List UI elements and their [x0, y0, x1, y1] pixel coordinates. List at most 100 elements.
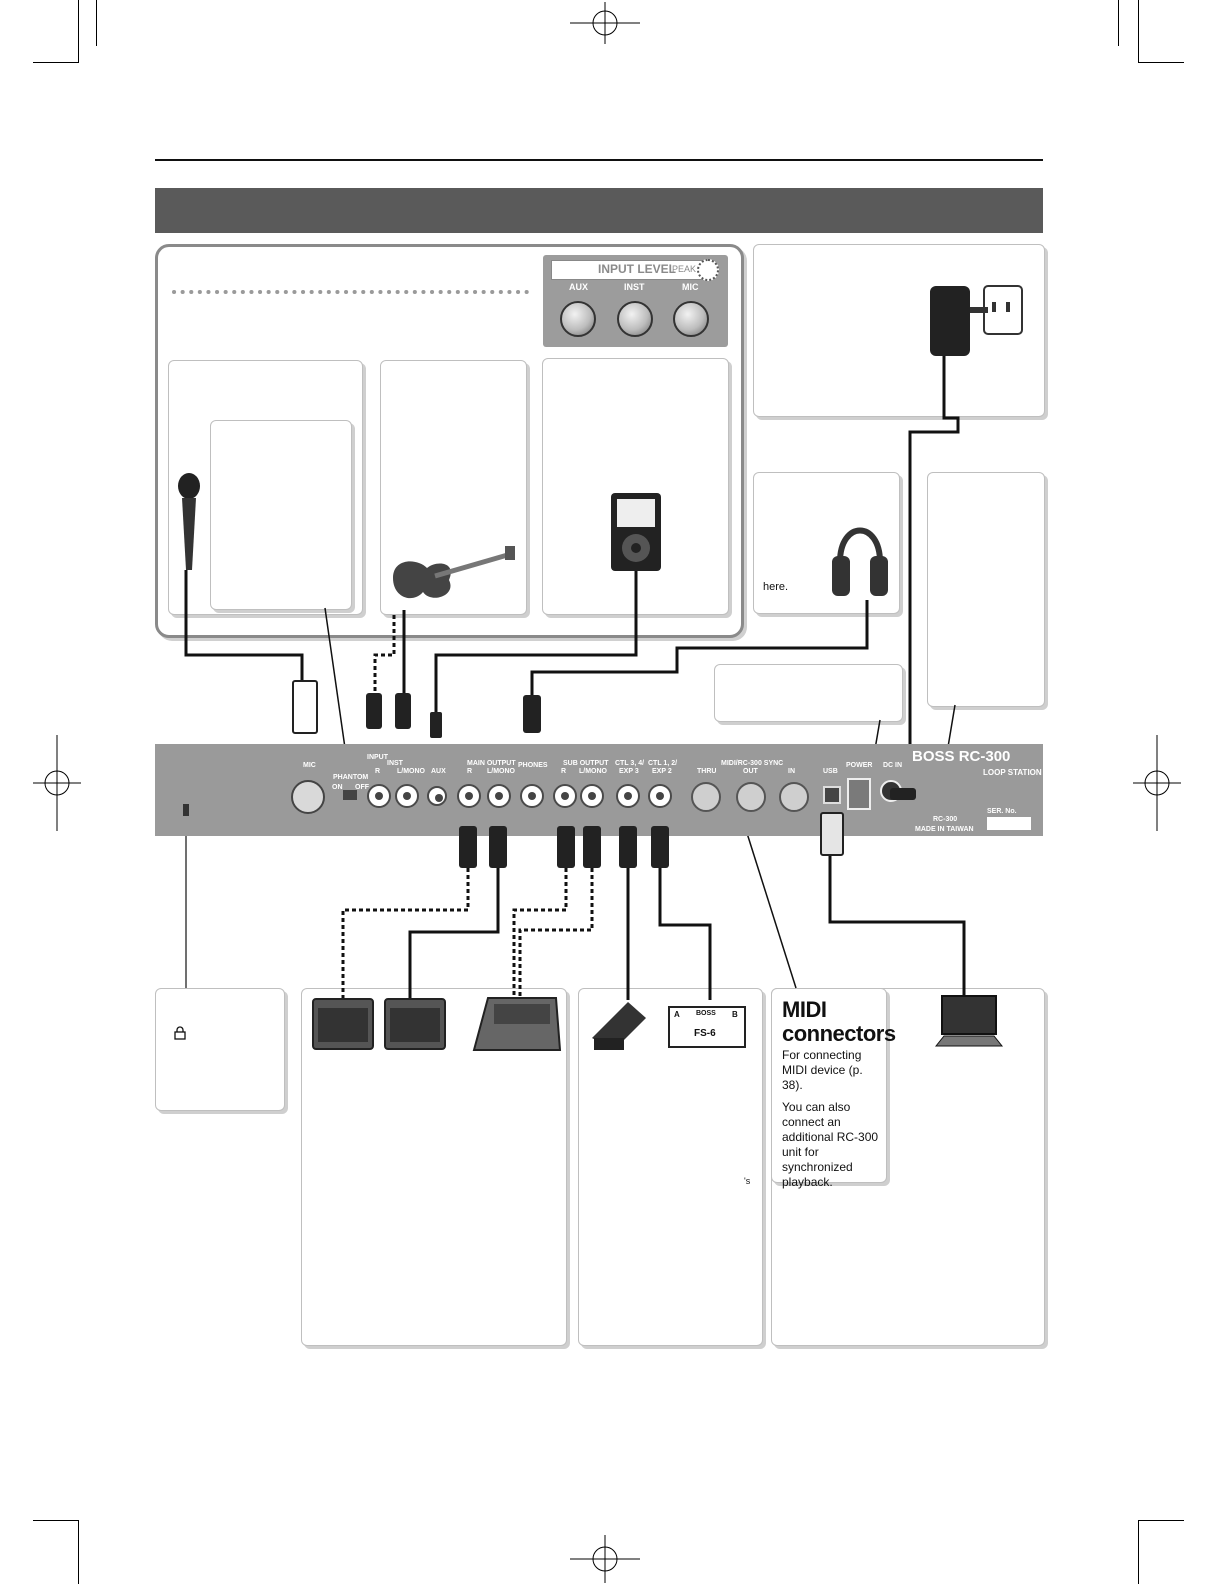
- brand-name: BOSS: [912, 748, 955, 765]
- crop-mark: [1138, 1520, 1184, 1521]
- inst-cable-dotted: [373, 615, 396, 693]
- crop-mark: [1138, 0, 1139, 62]
- panel-label-exp3: EXP 3: [619, 768, 639, 775]
- header-rule: [155, 159, 1043, 161]
- music-player-icon: [611, 493, 661, 571]
- dotted-leader: [172, 290, 536, 294]
- inst-plug-l: [395, 693, 411, 729]
- section-title-band: [155, 188, 1043, 233]
- guitar-icon: [393, 546, 515, 599]
- ctl34-plug: [619, 826, 637, 868]
- midi-title-line1: MIDI: [782, 997, 827, 1022]
- headphones-icon: [832, 527, 888, 596]
- panel-label-sub-r: R: [561, 768, 567, 775]
- panel-label-model: RC-300: [933, 816, 958, 823]
- sub-output-r-jack[interactable]: [553, 784, 577, 808]
- panel-label-main-lmono: L/MONO: [487, 768, 515, 775]
- panel-label-aux: AUX: [431, 768, 446, 775]
- registration-mark-right: [1133, 735, 1181, 831]
- knob-label-aux: AUX: [569, 282, 589, 292]
- inst-lmono-jack[interactable]: [395, 784, 419, 808]
- sub-output-lmono-jack[interactable]: [580, 784, 604, 808]
- crop-mark: [1118, 0, 1119, 46]
- panel-label-mic: MIC: [303, 762, 316, 769]
- midi-out-connector[interactable]: [736, 782, 766, 812]
- inst-r-jack[interactable]: [367, 784, 391, 808]
- panel-label-dc-in: DC IN: [883, 762, 903, 769]
- panel-label-out: OUT: [743, 768, 758, 775]
- panel-label-ser-no: SER. No.: [987, 808, 1017, 815]
- peak-indicator: [697, 259, 719, 281]
- phones-cable: [530, 600, 869, 695]
- registration-mark-left: [33, 735, 81, 831]
- security-slot[interactable]: [183, 804, 189, 816]
- midi-callout-paragraph: For connecting MIDI device (p. 38).: [782, 1048, 863, 1092]
- knob-label-mic: MIC: [682, 282, 699, 292]
- input-level-panel: INPUT LEVEL PEAK AUX INST MIC: [543, 255, 728, 347]
- panel-label-in: IN: [788, 768, 795, 775]
- aux-level-knob[interactable]: [560, 301, 596, 337]
- phantom-callout-box: [210, 420, 352, 610]
- main-output-lmono-jack[interactable]: [487, 784, 511, 808]
- sub-l-plug: [583, 826, 601, 868]
- usb-note-box: [714, 664, 903, 722]
- product-subtitle: LOOP STATION: [983, 768, 1042, 777]
- amplifier-icon: [384, 998, 446, 1050]
- knob-label-inst: INST: [624, 282, 645, 292]
- footswitch-icon: A B BOSS FS-6: [668, 1006, 746, 1048]
- inst-plug-r: [366, 693, 382, 729]
- panel-label-phantom: PHANTOM: [333, 774, 369, 781]
- panel-label-midi-sync: MIDI/RC-300 SYNC: [721, 760, 784, 767]
- mic-level-knob[interactable]: [673, 301, 709, 337]
- aux-cable: [434, 570, 638, 712]
- crop-mark: [78, 0, 79, 62]
- laptop-icon: [934, 995, 1004, 1047]
- crop-mark: [78, 1520, 79, 1584]
- fs-a-label: A: [674, 1010, 680, 1019]
- panel-label-ctl12: CTL 1, 2/: [648, 760, 678, 767]
- mic-xlr-jack[interactable]: [291, 780, 325, 814]
- input-level-title: INPUT LEVEL: [598, 262, 677, 276]
- panel-label-ctl34: CTL 3, 4/: [615, 760, 645, 767]
- panel-label-sub-output: SUB OUTPUT: [563, 760, 609, 767]
- main-output-r-jack[interactable]: [457, 784, 481, 808]
- security-slot-callout-box: [155, 988, 285, 1111]
- ctl12-exp2-jack[interactable]: [648, 784, 672, 808]
- phones-plug: [523, 695, 541, 733]
- midi-callout-paragraph: You can also connect an additional RC-30…: [782, 1100, 879, 1189]
- phantom-switch[interactable]: [343, 790, 357, 800]
- serial-number-plate: [987, 817, 1031, 830]
- expression-pedal-icon: [592, 1002, 646, 1050]
- amplifier-icon: [312, 998, 374, 1050]
- sub-r-plug: [557, 826, 575, 868]
- main-r-cable-dotted: [341, 868, 470, 1000]
- aux-jack[interactable]: [427, 786, 447, 806]
- panel-label-exp2: EXP 2: [652, 768, 672, 775]
- midi-leader: [745, 829, 797, 989]
- usb-plug: [820, 812, 844, 856]
- midi-callout-box: [771, 988, 887, 1183]
- ctl12-cable: [658, 868, 712, 1000]
- mixer-icon: [472, 997, 562, 1051]
- mic-cable: [184, 570, 304, 680]
- phantom-leader: [324, 607, 346, 749]
- xlr-plug: [292, 680, 318, 734]
- phones-jack[interactable]: [520, 784, 544, 808]
- registration-mark-top: [570, 2, 640, 44]
- power-switch[interactable]: [847, 778, 871, 810]
- ctl34-exp3-jack[interactable]: [616, 784, 640, 808]
- panel-label-usb: USB: [823, 768, 838, 775]
- usb-cable: [828, 850, 966, 1000]
- main-l-plug: [489, 826, 507, 868]
- power-callout-box: [927, 472, 1045, 707]
- fs-brand-label: BOSS: [696, 1010, 716, 1017]
- panel-label-power: POWER: [846, 762, 873, 769]
- midi-in-connector[interactable]: [779, 782, 809, 812]
- crop-mark: [96, 0, 97, 46]
- panel-label-off: OFF: [355, 784, 369, 791]
- ac-adapter-icon: [930, 285, 1023, 356]
- midi-thru-connector[interactable]: [691, 782, 721, 812]
- usb-port[interactable]: [823, 786, 841, 804]
- panel-label-sub-lmono: L/MONO: [579, 768, 607, 775]
- inst-level-knob[interactable]: [617, 301, 653, 337]
